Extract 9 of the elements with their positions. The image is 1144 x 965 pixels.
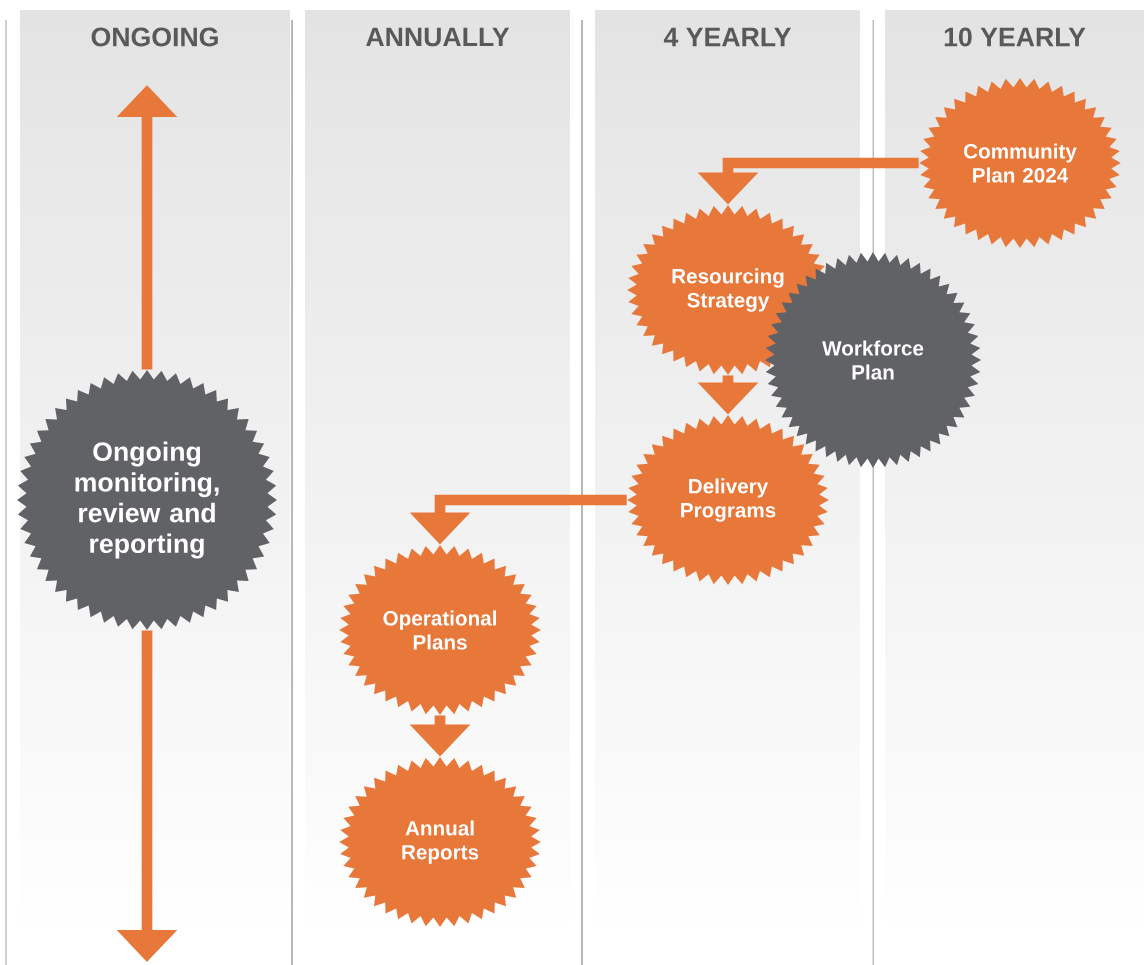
column-heading: 10 YEARLY xyxy=(944,27,1086,47)
column-heading: 4 YEARLY xyxy=(663,27,792,47)
starburst-node: Community Plan 2024 xyxy=(919,78,1121,248)
starburst-node: Ongoing monitoring, review and reporting xyxy=(17,370,277,630)
column-heading: ANNUALLY xyxy=(366,27,510,47)
starburst-node: Annual Reports xyxy=(339,757,541,927)
starburst-node: Operational Plans xyxy=(339,545,541,715)
column-heading: ONGOING xyxy=(91,27,218,47)
starburst-node: Delivery Programs xyxy=(627,415,829,585)
